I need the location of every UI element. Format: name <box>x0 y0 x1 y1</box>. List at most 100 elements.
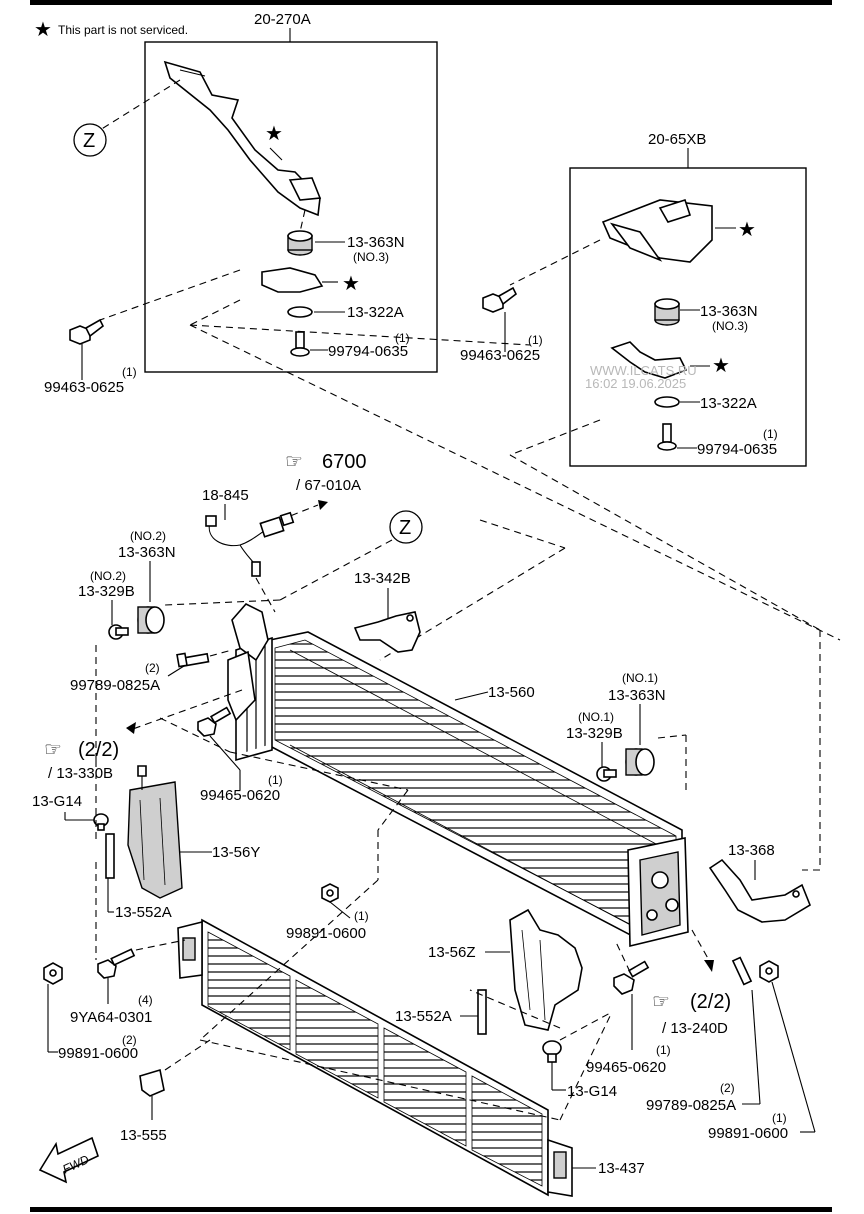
watermark-line1: WWW.ILCATS.RU <box>590 363 697 378</box>
mount-13-363N-right-icon <box>654 298 680 326</box>
seal-13-552A-right-icon <box>477 989 487 1035</box>
clip-13-G14-left-icon <box>93 813 109 831</box>
bolt-99465-right-icon <box>613 960 650 995</box>
ref-13-330B: / 13-330B <box>48 765 113 782</box>
label-13-437: 13-437 <box>598 1160 645 1177</box>
label-99891-0600-b: 99891-0600 <box>58 1045 138 1062</box>
bolt-99463-right-icon <box>482 286 518 313</box>
washer-13-329B-right-icon <box>596 766 617 782</box>
label-qty-99891-a: (1) <box>354 909 369 923</box>
pointing-hand-icon: ☞ <box>285 451 303 473</box>
label-qty-99465-b: (1) <box>656 1043 671 1057</box>
bolt-99463-left-icon <box>69 318 105 345</box>
nut-99891-right-icon <box>759 960 779 983</box>
label-99463-0625-b: 99463-0625 <box>460 347 540 364</box>
label-13-329B-b: 13-329B <box>566 725 623 742</box>
label-qty-99789-b: (2) <box>720 1081 735 1095</box>
label-13-342B: 13-342B <box>354 570 411 587</box>
bracket-small-right-icon <box>610 341 688 379</box>
bracket-13-342B-icon <box>353 611 421 653</box>
bracket-20-270A-icon <box>163 60 322 217</box>
label-no1-b: (NO.1) <box>578 710 614 724</box>
label-13-363N-d: 13-363N <box>608 687 666 704</box>
label-no3-b: (NO.3) <box>712 319 748 333</box>
label-qty-99463-b: (1) <box>528 333 543 347</box>
air-guide-13-56Y-icon <box>127 765 183 899</box>
label-no3-a: (NO.3) <box>353 250 389 264</box>
label-20-270A: 20-270A <box>254 11 311 28</box>
bolt-99789-left-icon <box>176 652 210 668</box>
label-13-G14-a: 13-G14 <box>32 793 82 810</box>
label-99891-0600-a: 99891-0600 <box>286 925 366 942</box>
star-icon: ★ <box>265 123 283 145</box>
label-13-322A-b: 13-322A <box>700 395 757 412</box>
bracket-small-upper-icon <box>261 267 324 293</box>
arrow-head-icon <box>704 960 714 972</box>
clip-13-555-icon <box>139 1068 165 1097</box>
washer-13-322A-upper-icon <box>287 306 313 318</box>
label-99794-0635-b: 99794-0635 <box>697 441 777 458</box>
label-99794-0635-a: 99794-0635 <box>328 343 408 360</box>
bracket-13-368-icon <box>708 858 811 923</box>
label-13-552A-a: 13-552A <box>115 904 172 921</box>
label-qty-99891-b: (2) <box>122 1033 137 1047</box>
group-box-20-270A <box>144 41 438 373</box>
label-no1-a: (NO.1) <box>622 671 658 685</box>
z-callout-lower-label: Z <box>399 517 411 539</box>
label-99463-0625-a: 99463-0625 <box>44 379 124 396</box>
seal-13-552A-left-icon <box>105 833 115 879</box>
label-99789-0825A-b: 99789-0825A <box>646 1097 736 1114</box>
bolt-99794-right-icon <box>657 423 677 451</box>
arrow-head-icon <box>318 500 328 510</box>
mount-13-363N-left-icon <box>137 606 165 634</box>
radiator-core-13-560-icon <box>235 631 689 948</box>
bracket-20-65XB-icon <box>601 198 713 263</box>
pointing-hand-icon: ☞ <box>44 739 62 761</box>
label-qty-99794-a: (1) <box>395 331 410 345</box>
z-callout-lower <box>389 510 423 544</box>
bracket-left-hook-icon <box>227 603 269 722</box>
label-13-368: 13-368 <box>728 842 775 859</box>
grille-13-437-icon <box>177 918 573 1197</box>
label-13-560: 13-560 <box>488 684 535 701</box>
star-icon: ★ <box>712 355 730 377</box>
bolt-9YA64-icon <box>97 948 136 979</box>
clip-13-G14-right-icon <box>542 1040 562 1063</box>
label-qty-99463-a: (1) <box>122 365 137 379</box>
label-99789-0825A-a: 99789-0825A <box>70 677 160 694</box>
washer-13-329B-left-icon <box>108 624 129 640</box>
label-99465-0620-b: 99465-0620 <box>586 1059 666 1076</box>
nut-99891-left-icon <box>43 962 63 985</box>
ref-13-240D: / 13-240D <box>662 1020 728 1037</box>
top-border <box>30 0 832 5</box>
legend-text: This part is not serviced. <box>58 23 188 37</box>
label-13-555: 13-555 <box>120 1127 167 1144</box>
label-13-363N-b: 13-363N <box>700 303 758 320</box>
label-qty-99794-b: (1) <box>763 427 778 441</box>
label-18-845: 18-845 <box>202 487 249 504</box>
group-box-20-65XB <box>569 167 807 467</box>
label-20-65XB: 20-65XB <box>648 131 706 148</box>
label-qty-99891-c: (1) <box>772 1111 787 1125</box>
star-icon: ★ <box>342 273 360 295</box>
label-qty-99465-a: (1) <box>268 773 283 787</box>
ref-6700: 6700 <box>322 451 367 473</box>
label-no2-a: (NO.2) <box>130 529 166 543</box>
z-callout-upper-label: Z <box>83 130 95 152</box>
label-13-552A-b: 13-552A <box>395 1008 452 1025</box>
bolt-99789-right-icon <box>731 956 753 986</box>
ref-67-010A: / 67-010A <box>296 477 361 494</box>
label-13-363N-a: 13-363N <box>347 234 405 251</box>
label-13-363N-c: 13-363N <box>118 544 176 561</box>
label-13-56Y: 13-56Y <box>212 844 260 861</box>
label-99465-0620-a: 99465-0620 <box>200 787 280 804</box>
sensor-18-845-icon <box>205 511 295 577</box>
ref-2-2-right: (2/2) <box>690 991 731 1013</box>
arrow-head-icon <box>126 722 136 734</box>
air-guide-13-56Z-icon <box>509 908 583 1031</box>
fwd-arrow-icon: FWD <box>38 1136 99 1184</box>
z-callout-upper <box>73 123 107 157</box>
label-13-322A-a: 13-322A <box>347 304 404 321</box>
mount-13-363N-right-lower-icon <box>625 748 655 776</box>
